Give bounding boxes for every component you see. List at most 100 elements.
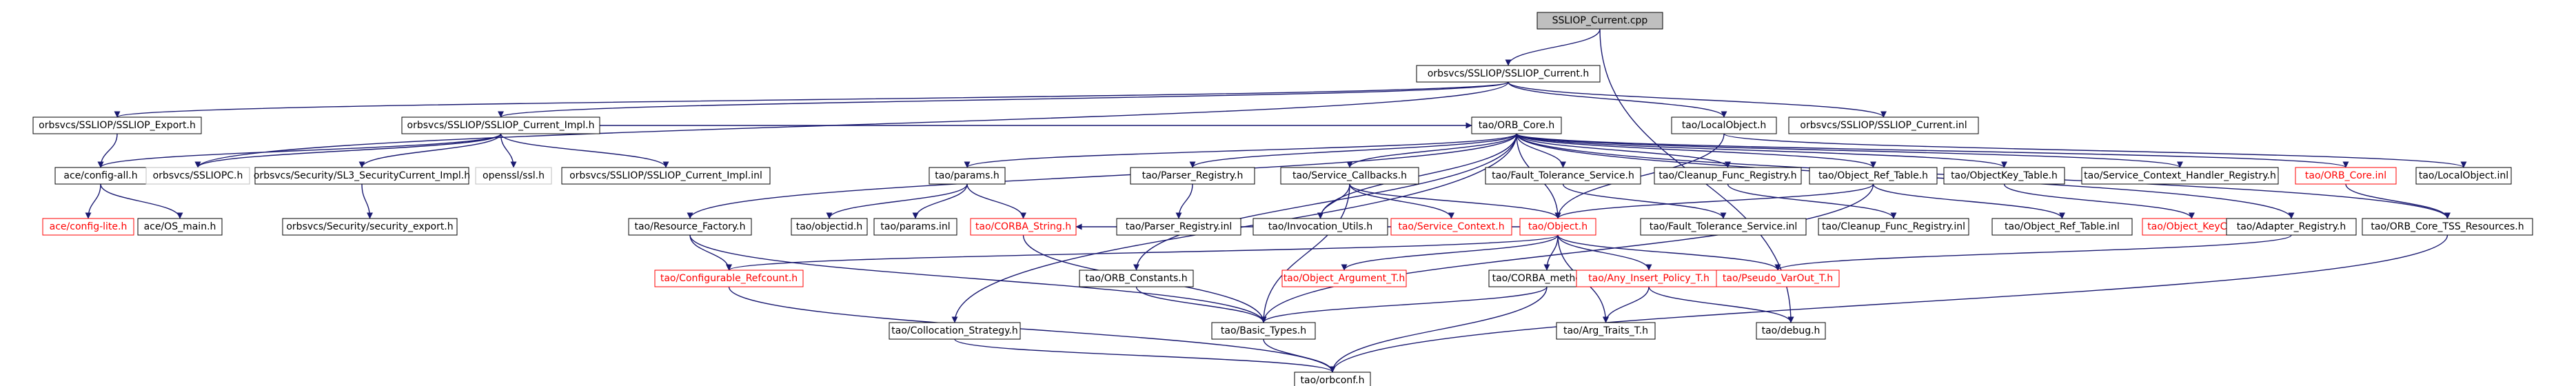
node-box [1280,167,1419,185]
node-tao-resource-factory-h[interactable]: tao/Resource_Factory.h [628,218,752,236]
node-tao-service-context-handler-registry-h[interactable]: tao/Service_Context_Handler_Registry.h [2081,167,2279,185]
node-box [1943,167,2065,185]
edge-n20-n38 [2345,183,2451,219]
node-label: tao/Resource_Factory.h [634,221,745,232]
node-tao-orb-constants-h[interactable]: tao/ORB_Constants.h [1079,270,1194,287]
node-tao-object-argument-t-h: tao/Object_Argument_T.h [1281,270,1407,287]
node-orbsvcs-ssliop-ssliop-current-impl-h[interactable]: orbsvcs/SSLIOP/SSLIOP_Current_Impl.h [401,116,600,134]
node-box [1281,270,1407,287]
node-orbsvcs-ssliop-ssliop-current-inl[interactable]: orbsvcs/SSLIOP/SSLIOP_Current.inl [1788,116,1979,134]
edge-n32-n42 [1543,234,1559,271]
node-box [1654,167,1802,185]
node-orbsvcs-ssliop-ssliop-export-h[interactable]: orbsvcs/SSLIOP/SSLIOP_Export.h [32,116,202,134]
edge-n4-n16 [1516,133,1731,168]
node-tao-cleanup-func-registry-inl[interactable]: tao/Cleanup_Func_Registry.inl [1818,218,1969,236]
node-tao-object-ref-table-inl[interactable]: tao/Object_Ref_Table.inl [1991,218,2133,236]
node-box [1390,218,1512,236]
node-label: tao/Object_KeyC.h [2147,221,2235,232]
node-box [791,218,868,236]
node-tao-objectid-h[interactable]: tao/objectid.h [791,218,868,236]
edge-n4-n19 [1516,133,2183,168]
node-box [475,167,552,185]
edge-n1-n2 [114,81,1509,118]
edge-n5-n21 [1723,133,2467,168]
edge-n25-n39 [689,234,732,271]
node-ace-os-main-h[interactable]: ace/OS_main.h [137,218,223,236]
node-orbsvcs-ssliop-ssliop-current-impl-inl[interactable]: orbsvcs/SSLIOP/SSLIOP_Current_Impl.inl [561,167,771,185]
node-tao-parser-registry-inl[interactable]: tao/Parser_Registry.inl [1116,218,1241,236]
node-label: ace/OS_main.h [144,221,216,232]
node-openssl-ssl-h: openssl/ssl.h [475,167,552,185]
node-box [282,218,458,236]
edge-n4-n15 [1516,133,1566,168]
node-tao-adapter-registry-h[interactable]: tao/Adapter_Registry.h [2226,218,2357,236]
node-orbsvcs-ssliop-ssliop-current-h[interactable]: orbsvcs/SSLIOP/SSLIOP_Current.h [1416,65,1601,83]
node-label: tao/params.h [935,170,999,181]
node-label: tao/Service_Context_Handler_Registry.h [2084,170,2276,181]
node-box [2362,218,2533,236]
node-tao-objectkey-table-h[interactable]: tao/ObjectKey_Table.h [1943,167,2065,185]
node-tao-fault-tolerance-service-h[interactable]: tao/Fault_Tolerance_Service.h [1485,167,1641,185]
node-tao-params-inl[interactable]: tao/params.inl [873,218,957,236]
node-label: tao/Parser_Registry.inl [1126,221,1233,232]
node-label: tao/Any_Insert_Policy_T.h [1588,273,1710,284]
node-label: orbsvcs/SSLIOP/SSLIOP_Export.h [39,120,196,131]
node-tao-orb-core-h[interactable]: tao/ORB_Core.h [1471,116,1562,134]
node-box [1537,12,1663,30]
edge-n3-n8 [194,133,502,168]
node-tao-object-ref-table-h[interactable]: tao/Object_Ref_Table.h [1809,167,1938,185]
edge-n4-n12 [964,133,1517,168]
edge-n4-n20 [1516,133,2349,168]
node-tao-object-h: tao/Object.h [1519,218,1596,236]
node-tao-localobject-h[interactable]: tao/LocalObject.h [1671,116,1777,134]
edge-n38-n49 [1329,234,2448,373]
node-label: orbsvcs/SSLIOP/SSLIOP_Current.h [1428,68,1589,79]
node-tao-fault-tolerance-service-inl[interactable]: tao/Fault_Tolerance_Service.inl [1640,218,1807,236]
node-tao-cleanup-func-registry-h[interactable]: tao/Cleanup_Func_Registry.h [1654,167,1802,185]
edge-n25-n46 [689,234,1267,323]
node-box [1809,167,1938,185]
edge-n1-n5 [1508,81,1727,118]
node-box [1519,218,1596,236]
node-tao-params-h[interactable]: tao/params.h [929,167,1006,185]
node-label: tao/objectid.h [796,221,863,232]
node-tao-invocation-utils-h[interactable]: tao/Invocation_Utils.h [1252,218,1388,236]
node-box [145,167,250,185]
edge-n4-n17 [1516,133,1876,168]
node-label: orbsvcs/Security/SL3_SecurityCurrent_Imp… [254,170,470,181]
node-label: tao/debug.h [1762,325,1821,336]
edge-n14-n31 [1349,183,1454,219]
node-label: openssl/ssl.h [483,170,545,181]
edge-n9-n24 [361,183,373,219]
node-label: tao/params.inl [880,221,950,232]
edge-n4-n18 [1516,133,2007,168]
node-tao-arg-traits-t-h[interactable]: tao/Arg_Traits_T.h [1556,322,1656,340]
node-orbsvcs-security-security-export-h[interactable]: orbsvcs/Security/security_export.h [282,218,458,236]
node-tao-localobject-inl[interactable]: tao/LocalObject.inl [2415,167,2512,185]
node-tao-corba-string-h: tao/CORBA_String.h [970,218,1077,236]
edge-n32-n44 [1557,234,1781,271]
node-label: tao/Cleanup_Func_Registry.inl [1822,221,1965,232]
node-label: tao/Object_Ref_Table.h [1818,170,1928,181]
node-box [1576,270,1722,287]
node-label: tao/Fault_Tolerance_Service.inl [1650,221,1798,232]
node-box [1788,116,1979,134]
edge-n12-n27 [912,183,968,219]
node-tao-basic-types-h[interactable]: tao/Basic_Types.h [1211,322,1316,340]
node-label: tao/ORB_Core.inl [2305,170,2386,181]
edges-layer [85,28,2467,373]
node-tao-collocation-strategy-h[interactable]: tao/Collocation_Strategy.h [889,322,1021,340]
node-label: tao/Object.h [1528,221,1588,232]
node-tao-service-callbacks-h[interactable]: tao/Service_Callbacks.h [1280,167,1419,185]
node-ace-config-all-h[interactable]: ace/config-all.h [54,167,147,185]
node-orbsvcs-security-sl3-securitycurrent-impl-h[interactable]: orbsvcs/Security/SL3_SecurityCurrent_Imp… [254,167,470,185]
edge-n17-n35 [1872,183,2065,219]
edge-n4-n25 [687,133,1517,219]
node-tao-orbconf-h[interactable]: tao/orbconf.h [1294,372,1371,386]
node-label: tao/Pseudo_VarOut_T.h [1723,273,1833,284]
node-label: tao/Fault_Tolerance_Service.h [1492,170,1634,181]
node-tao-parser-registry-h[interactable]: tao/Parser_Registry.h [1130,167,1255,185]
node-box [2081,167,2279,185]
node-tao-debug-h[interactable]: tao/debug.h [1756,322,1826,340]
node-tao-orb-core-tss-resources-h[interactable]: tao/ORB_Core_TSS_Resources.h [2362,218,2533,236]
